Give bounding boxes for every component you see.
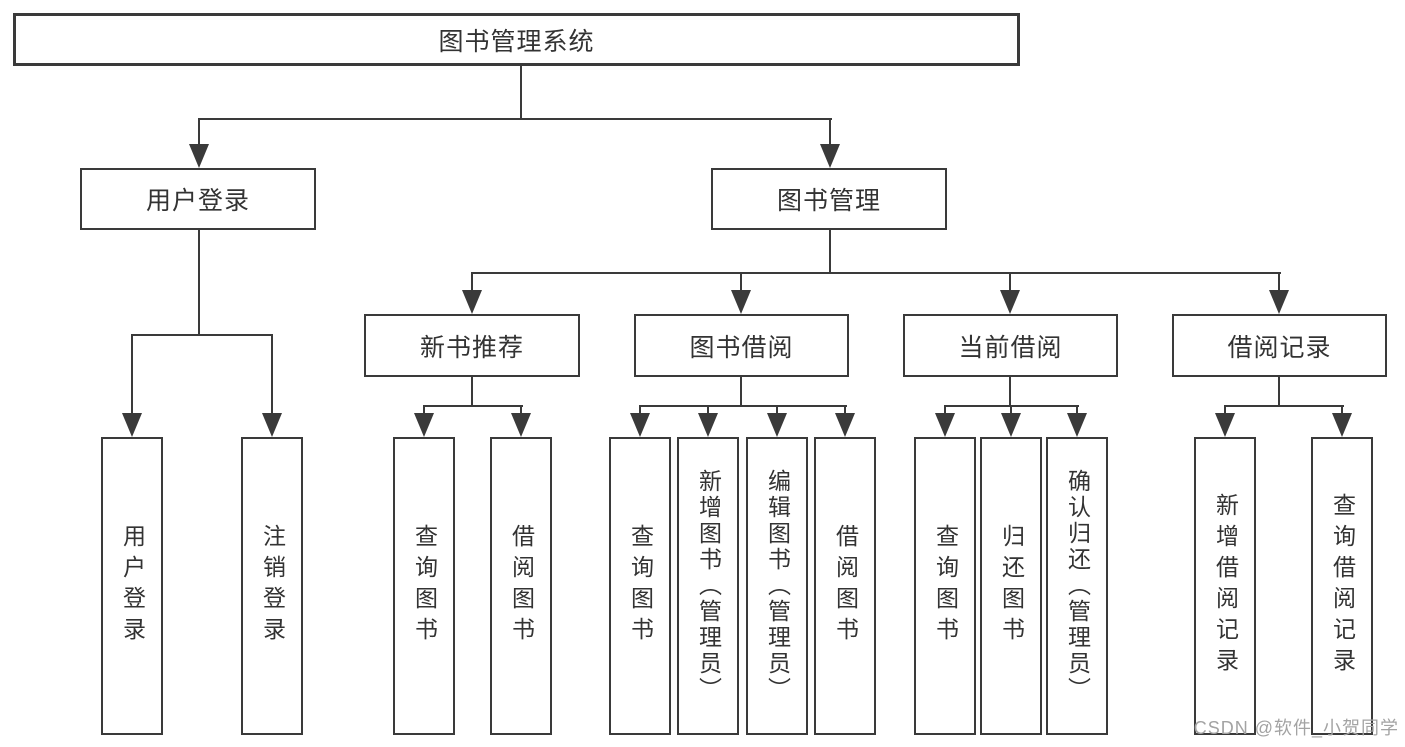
leaf-logout: 注销登录 bbox=[241, 437, 303, 735]
connector-line bbox=[471, 377, 473, 407]
leaf-borrow-book: 借阅图书 bbox=[814, 437, 876, 735]
node-book-mgmt: 图书管理 bbox=[711, 168, 947, 230]
node-new-book: 新书推荐 bbox=[364, 314, 580, 377]
leaf-return-book: 归还图书 bbox=[980, 437, 1042, 735]
arrowhead-icon bbox=[189, 144, 209, 168]
leaf-query-book-current-label: 查询图书 bbox=[932, 524, 959, 648]
connector-line bbox=[271, 334, 273, 417]
leaf-query-borrow-record-label: 查询借阅记录 bbox=[1329, 493, 1356, 679]
leaf-user-login: 用户登录 bbox=[101, 437, 163, 735]
connector-line bbox=[520, 405, 522, 417]
leaf-return-book-label: 归还图书 bbox=[998, 524, 1025, 648]
node-root-label: 图书管理系统 bbox=[438, 27, 595, 56]
leaf-user-login-label: 用户登录 bbox=[119, 524, 146, 648]
arrowhead-icon bbox=[767, 413, 787, 437]
connector-line bbox=[423, 405, 425, 417]
arrowhead-icon bbox=[511, 413, 531, 437]
leaf-borrow-book-label: 借阅图书 bbox=[832, 524, 859, 648]
watermark: CSDN @软件_小贺同学 bbox=[1193, 718, 1399, 738]
arrowhead-icon bbox=[820, 144, 840, 168]
node-book-mgmt-label: 图书管理 bbox=[776, 187, 881, 215]
leaf-add-borrow-record: 新增借阅记录 bbox=[1194, 437, 1256, 735]
leaf-confirm-return-admin-label: 确认归还（管理员） bbox=[1064, 469, 1091, 703]
arrowhead-icon bbox=[462, 290, 482, 314]
connector-line bbox=[829, 230, 831, 274]
node-borrow-record-label: 借阅记录 bbox=[1227, 333, 1332, 362]
arrowhead-icon bbox=[935, 413, 955, 437]
connector-line bbox=[1224, 405, 1226, 417]
node-current-borrow-label: 当前借阅 bbox=[958, 333, 1063, 362]
connector-line bbox=[198, 230, 200, 336]
arrowhead-icon bbox=[1332, 413, 1352, 437]
leaf-query-book-newbook: 查询图书 bbox=[393, 437, 455, 735]
arrowhead-icon bbox=[1269, 290, 1289, 314]
leaf-add-book-admin: 新增图书（管理员） bbox=[677, 437, 739, 735]
leaf-confirm-return-admin: 确认归还（管理员） bbox=[1046, 437, 1108, 735]
connector-line bbox=[776, 405, 778, 417]
leaf-add-book-admin-label: 新增图书（管理员） bbox=[695, 469, 722, 703]
connector-line bbox=[944, 405, 946, 417]
connector-line bbox=[639, 405, 847, 407]
arrowhead-icon bbox=[262, 413, 282, 437]
arrowhead-icon bbox=[1000, 290, 1020, 314]
arrowhead-icon bbox=[1067, 413, 1087, 437]
connector-line bbox=[471, 272, 1281, 274]
leaf-query-book-borrow-label: 查询图书 bbox=[627, 524, 654, 648]
connector-line bbox=[740, 272, 742, 294]
connector-line bbox=[740, 377, 742, 407]
connector-line bbox=[1009, 377, 1011, 407]
arrowhead-icon bbox=[1215, 413, 1235, 437]
connector-line bbox=[520, 66, 522, 119]
connector-line bbox=[707, 405, 709, 417]
leaf-query-borrow-record: 查询借阅记录 bbox=[1311, 437, 1373, 735]
node-book-borrow: 图书借阅 bbox=[634, 314, 849, 377]
leaf-query-book-current: 查询图书 bbox=[914, 437, 976, 735]
leaf-borrow-book-newbook: 借阅图书 bbox=[490, 437, 552, 735]
connector-line bbox=[1010, 405, 1012, 417]
connector-line bbox=[1341, 405, 1343, 417]
connector-line bbox=[423, 405, 523, 407]
arrowhead-icon bbox=[731, 290, 751, 314]
node-user-login: 用户登录 bbox=[80, 168, 316, 230]
connector-line bbox=[131, 334, 133, 417]
node-user-login-label: 用户登录 bbox=[145, 187, 250, 215]
leaf-logout-label: 注销登录 bbox=[259, 524, 286, 648]
node-borrow-record: 借阅记录 bbox=[1172, 314, 1387, 377]
arrowhead-icon bbox=[835, 413, 855, 437]
node-current-borrow: 当前借阅 bbox=[903, 314, 1118, 377]
connector-line bbox=[131, 334, 273, 336]
connector-line bbox=[844, 405, 846, 417]
arrowhead-icon bbox=[414, 413, 434, 437]
connector-line bbox=[1224, 405, 1344, 407]
connector-line bbox=[829, 118, 831, 148]
arrowhead-icon bbox=[698, 413, 718, 437]
leaf-borrow-book-newbook-label: 借阅图书 bbox=[508, 524, 535, 648]
connector-line bbox=[198, 118, 200, 148]
connector-line bbox=[1076, 405, 1078, 417]
connector-line bbox=[639, 405, 641, 417]
arrowhead-icon bbox=[630, 413, 650, 437]
arrowhead-icon bbox=[1001, 413, 1021, 437]
connector-line bbox=[471, 272, 473, 294]
leaf-edit-book-admin-label: 编辑图书（管理员） bbox=[764, 469, 791, 703]
node-root: 图书管理系统 bbox=[13, 13, 1020, 66]
leaf-edit-book-admin: 编辑图书（管理员） bbox=[746, 437, 808, 735]
connector-line bbox=[1009, 272, 1011, 294]
connector-line bbox=[1278, 272, 1280, 294]
leaf-query-book-borrow: 查询图书 bbox=[609, 437, 671, 735]
node-new-book-label: 新书推荐 bbox=[419, 333, 524, 362]
node-book-borrow-label: 图书借阅 bbox=[689, 333, 794, 362]
arrowhead-icon bbox=[122, 413, 142, 437]
leaf-add-borrow-record-label: 新增借阅记录 bbox=[1212, 493, 1239, 679]
leaf-query-book-newbook-label: 查询图书 bbox=[411, 524, 438, 648]
connector-line bbox=[198, 118, 832, 120]
connector-line bbox=[1278, 377, 1280, 407]
